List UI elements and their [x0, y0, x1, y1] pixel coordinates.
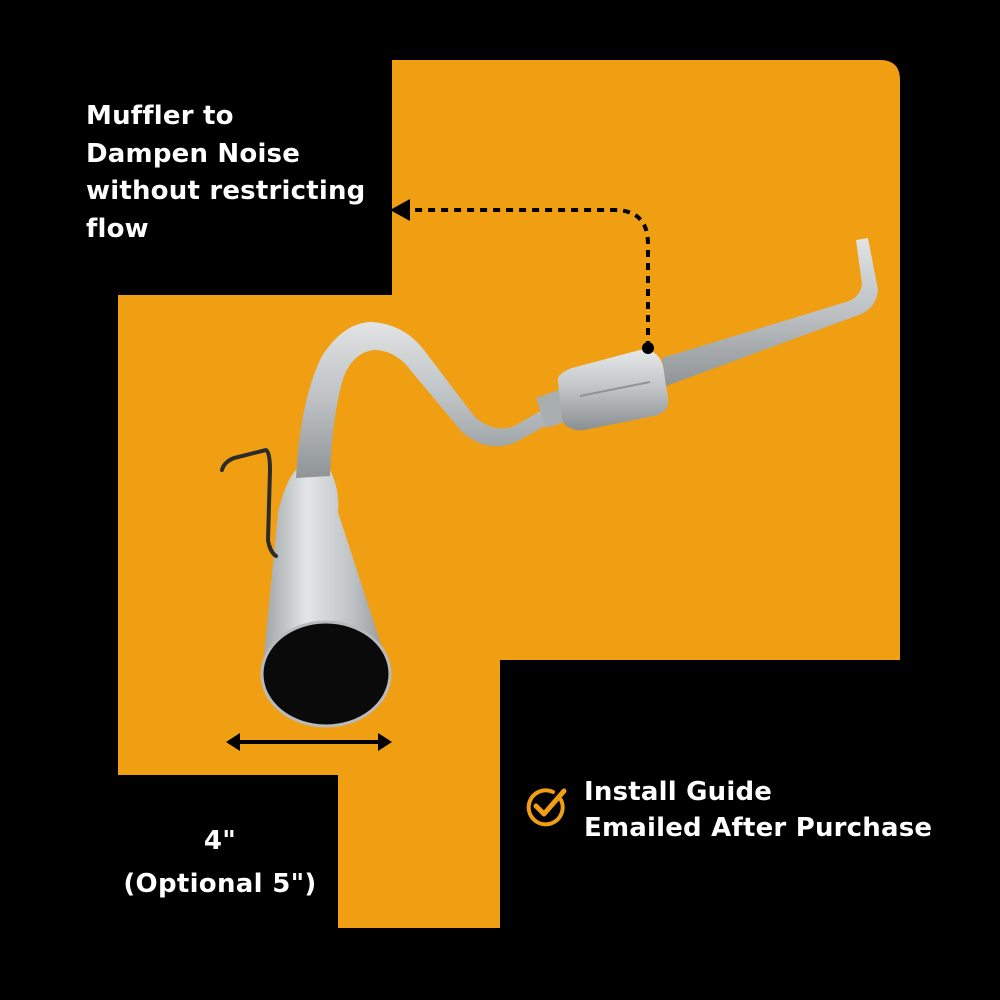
muffler-callout-line: without restricting: [86, 176, 366, 206]
muffler-callout-line: Dampen Noise: [86, 138, 301, 169]
install-guide-callout-text: Install Guide Emailed After Purchase: [584, 774, 984, 846]
double-arrow-icon: [226, 733, 392, 751]
install-guide-line: Emailed After Purchase: [584, 813, 933, 843]
pipe-size-callout-text: 4" (Optional 5"): [95, 820, 345, 906]
pipe-size-primary: 4": [203, 826, 237, 856]
install-callout-panel: [500, 660, 1000, 1000]
checkmark-circle-icon: [526, 788, 567, 827]
muffler-callout-line: Muffler to: [86, 101, 234, 131]
exhaust-pipe: [220, 238, 878, 728]
dashed-arrow-icon: [390, 199, 654, 354]
pipe-size-optional: (Optional 5"): [123, 869, 317, 899]
install-guide-line: Install Guide: [584, 777, 773, 807]
size-callout-panel: [0, 775, 338, 1000]
muffler-callout-panel: [0, 0, 392, 295]
muffler-callout-text: Muffler to Dampen Noise without restrict…: [86, 98, 386, 248]
muffler-callout-line: flow: [86, 213, 149, 244]
